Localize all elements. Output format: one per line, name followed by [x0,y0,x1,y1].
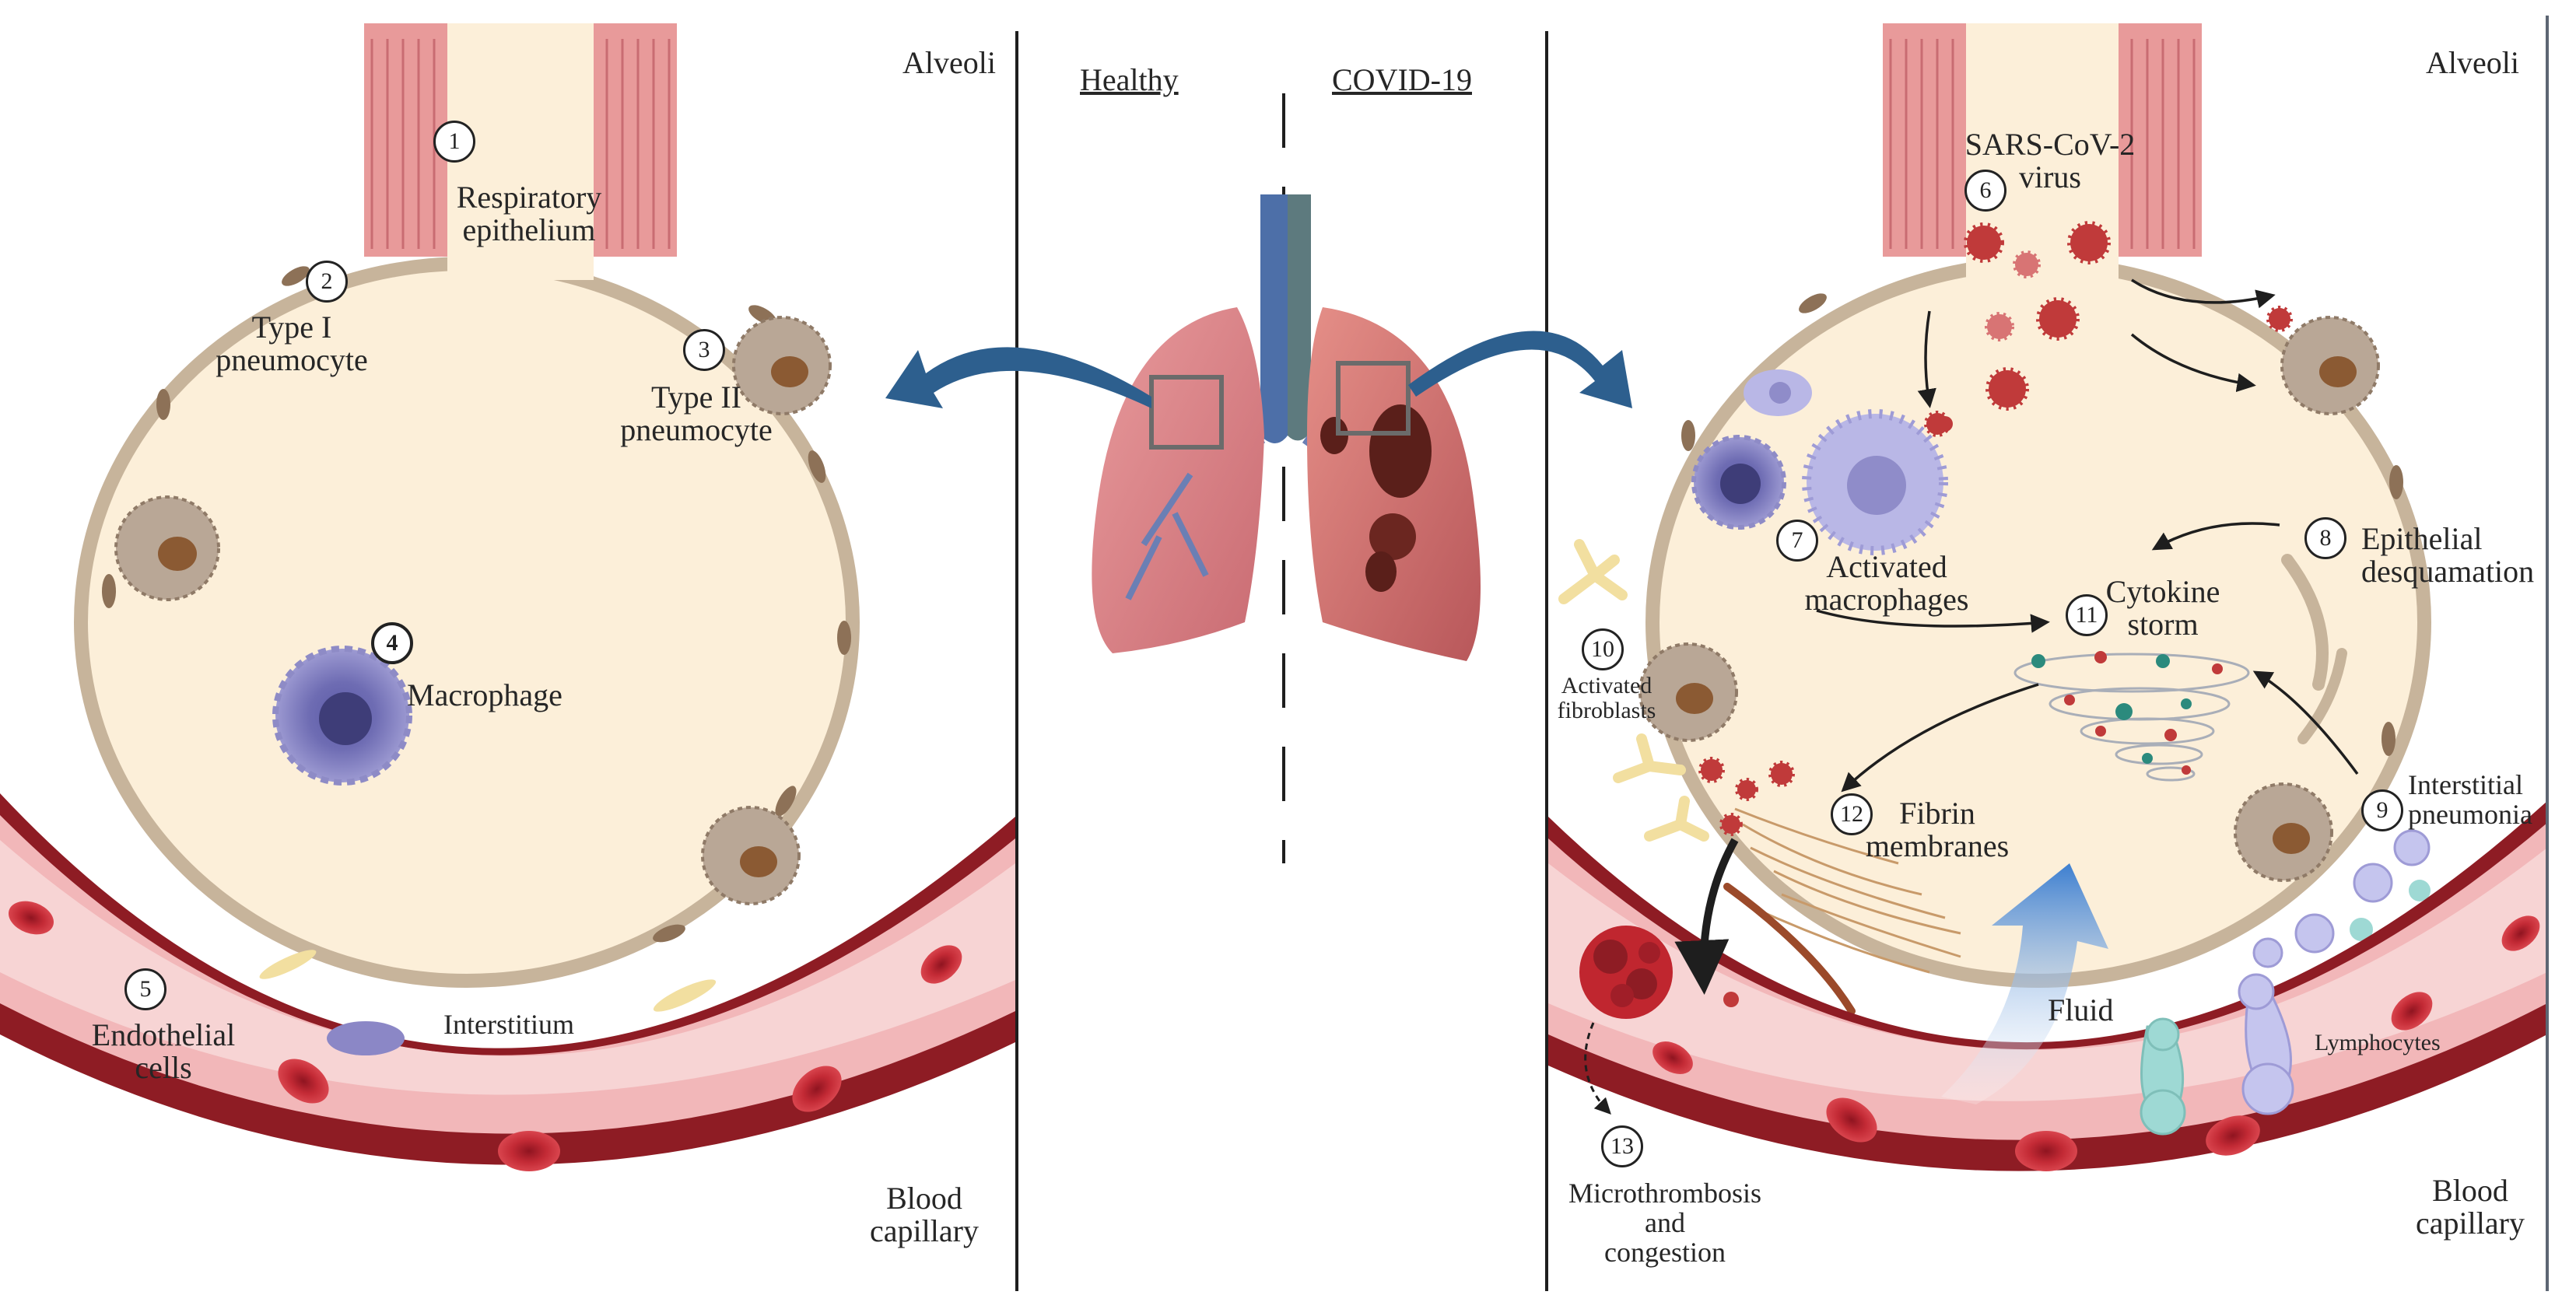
cytokine-storm-label: Cytokine storm [2093,576,2233,642]
left-alveolus [74,23,860,988]
respiratory-epithelium-line-2: epithelium [432,214,626,247]
marker-8: 8 [2304,517,2346,559]
microthrombosis-label: Microthrombosis and congestion [1548,1178,1782,1267]
blood-capillary-left-line-1: Blood [846,1182,1002,1215]
alveoli-label-left: Alveoli [902,47,996,79]
epithelial-desquamation-label: Epithelial desquamation [2361,523,2534,589]
activated-macrophages-label: Activated macrophages [1789,551,1984,617]
respiratory-epithelium-line-1: Respiratory [432,181,626,214]
blood-capillary-left-line-2: capillary [846,1215,1002,1248]
fibrin-membranes-label: Fibrin membranes [1859,797,2015,863]
epithelial-desquamation-line-1: Epithelial [2361,523,2534,555]
fibrin-membranes-line-1: Fibrin [1859,797,2015,830]
macrophage-cell [275,649,409,782]
type-i-pneumocyte-line-2: pneumocyte [198,344,385,376]
microthrombosis-line-2: and [1548,1208,1782,1237]
header-healthy: Healthy [1080,64,1179,96]
microthrombosis-line-3: congestion [1548,1237,1782,1267]
respiratory-epithelium-label: Respiratory epithelium [432,181,626,247]
alveoli-label-right: Alveoli [2426,47,2519,79]
activated-macrophages-line-2: macrophages [1789,583,1984,616]
lymphocytes-label: Lymphocytes [2315,1031,2441,1055]
marker-4: 4 [371,622,413,664]
microthrombosis-line-1: Microthrombosis [1548,1178,1782,1208]
cytokine-storm-line-1: Cytokine [2093,576,2233,608]
activated-fibroblasts-label: Activated fibroblasts [1548,674,1665,723]
marker-6: 6 [1964,170,2006,212]
type-ii-pneumocyte-line-1: Type II [599,381,794,414]
type-i-pneumocyte-label: Type I pneumocyte [198,311,385,377]
activated-macrophages-line-1: Activated [1789,551,1984,583]
interstitial-pneumonia-line-2: pneumonia [2408,800,2532,829]
endothelial-cells-line-1: Endothelial [86,1019,241,1052]
endothelial-cells-line-2: cells [86,1052,241,1084]
microthrombus [1579,926,1673,1019]
marker-10: 10 [1582,628,1624,670]
sars-cov-2-line-1: SARS-CoV-2 [1953,128,2147,161]
marker-2: 2 [306,261,348,303]
marker-13: 13 [1601,1125,1643,1167]
interstitium-label: Interstitium [443,1010,574,1039]
fibrin-membranes-line-2: membranes [1859,830,2015,863]
interstitial-pneumonia-label: Interstitial pneumonia [2408,770,2532,829]
macrophage-label: Macrophage [407,679,563,712]
marker-5: 5 [124,968,166,1010]
marker-9: 9 [2361,789,2403,831]
lungs-illustration [885,194,1632,661]
activated-macrophage-cell [1807,414,1943,551]
endothelial-cells-label: Endothelial cells [86,1019,241,1085]
epithelial-desquamation-line-2: desquamation [2361,555,2534,588]
blood-capillary-right-line-1: Blood [2392,1174,2548,1207]
activated-fibroblasts-line-2: fibroblasts [1548,698,1665,723]
marker-3: 3 [683,329,725,371]
blood-capillary-right-line-2: capillary [2392,1207,2548,1240]
type-ii-pneumocyte-line-2: pneumocyte [599,414,794,446]
activated-fibroblasts-line-1: Activated [1548,674,1665,698]
type-ii-pneumocyte-label: Type II pneumocyte [599,381,794,447]
blood-capillary-label-left: Blood capillary [846,1182,1002,1248]
type-i-pneumocyte-line-1: Type I [198,311,385,344]
blood-capillary-label-right: Blood capillary [2392,1174,2548,1241]
interstitial-pneumonia-line-1: Interstitial [2408,770,2532,800]
header-covid19: COVID-19 [1332,64,1472,96]
cytokine-storm-line-2: storm [2093,608,2233,641]
fluid-label: Fluid [2048,994,2113,1027]
marker-1: 1 [433,121,475,163]
